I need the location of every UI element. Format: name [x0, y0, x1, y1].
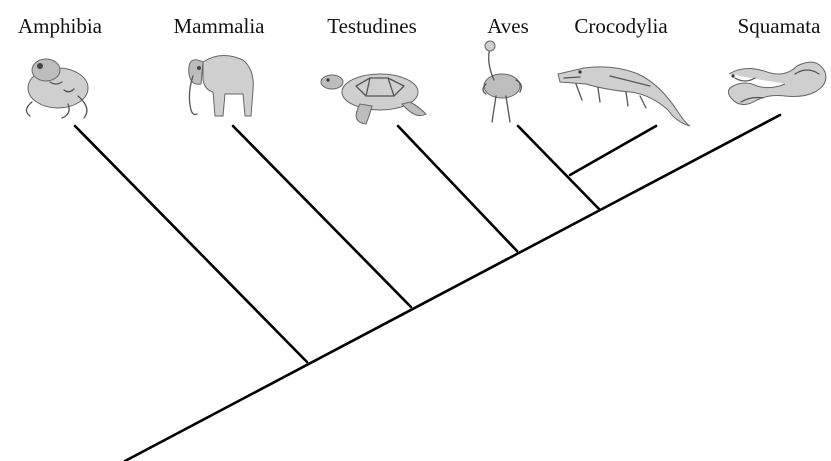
branch-mammalia [233, 126, 411, 307]
branch-testudines [398, 126, 517, 251]
branch-aves [518, 126, 599, 209]
tree-spine [125, 115, 780, 461]
branch-crocodylia [570, 126, 656, 175]
ostrich-icon [483, 41, 521, 122]
turtle-icon [321, 74, 426, 124]
branch-amphibia [75, 126, 307, 362]
snake-icon [728, 62, 825, 104]
elephant-icon [189, 55, 254, 116]
frog-icon [26, 59, 88, 118]
crocodile-icon [558, 67, 690, 126]
branch-lines [75, 115, 780, 461]
